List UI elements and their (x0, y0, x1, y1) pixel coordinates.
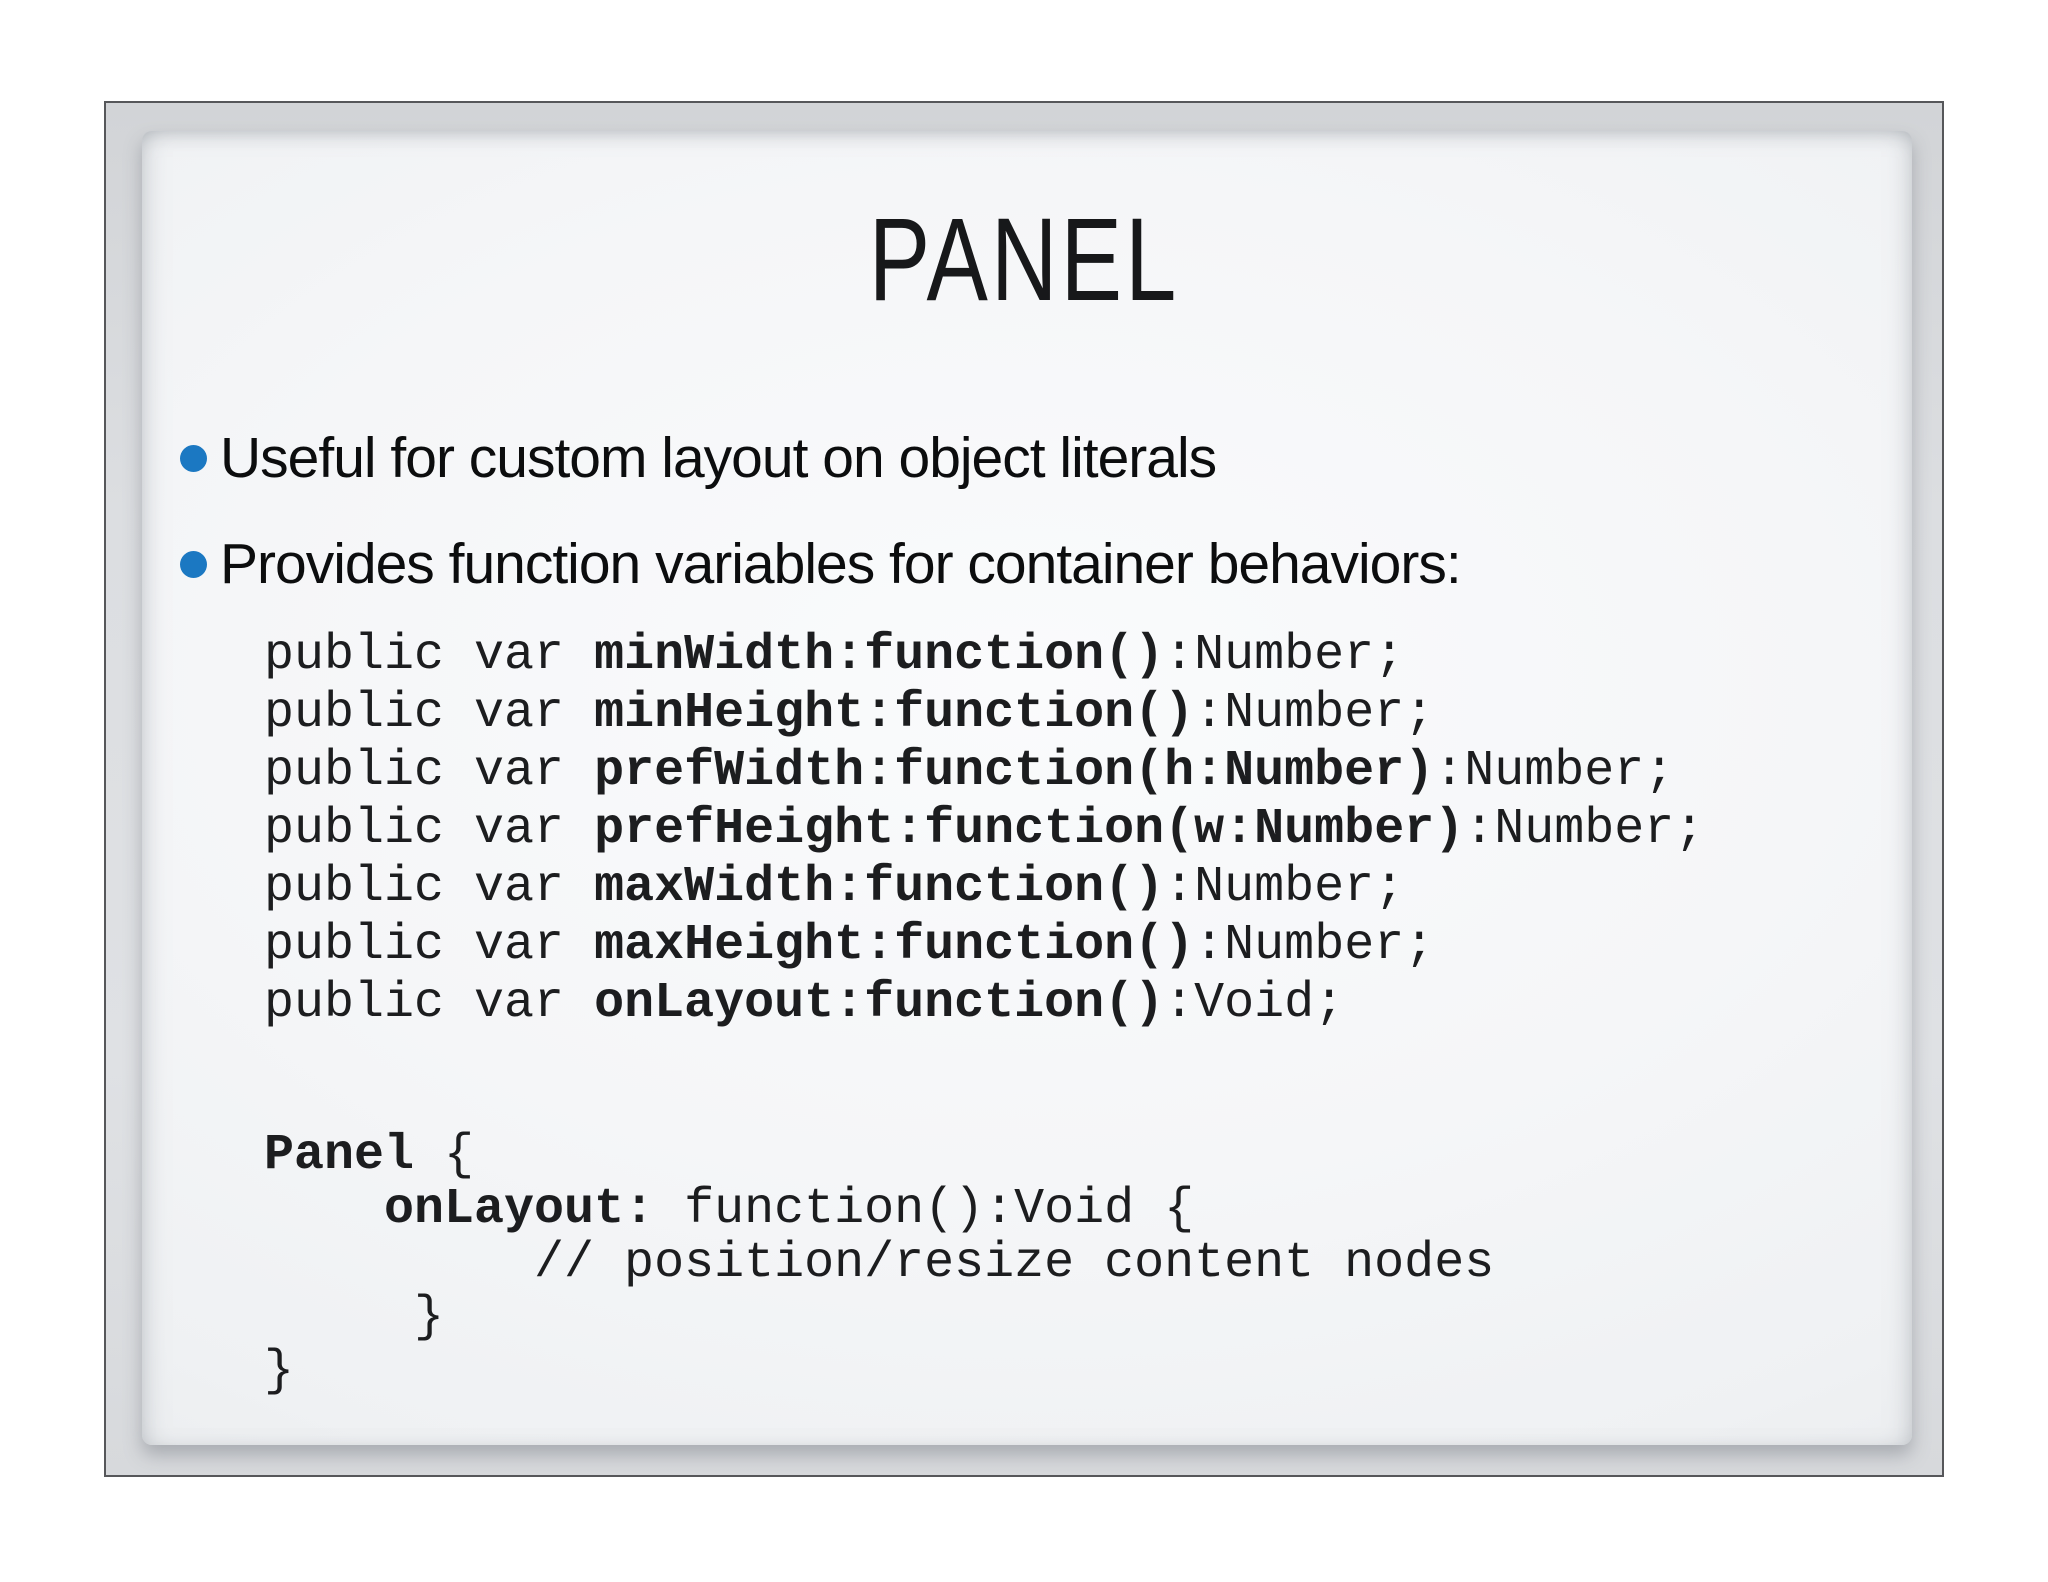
code-segment: public var (264, 859, 595, 916)
slide-title: PANEL (106, 194, 1942, 326)
code-segment-bold: onLayout:function() (594, 975, 1165, 1032)
code-line: public var maxHeight:function():Number; (264, 917, 1704, 975)
code-segment: public var (264, 685, 595, 742)
code-segment-bold: minWidth:function() (594, 627, 1165, 684)
code-segment: :Number; (1164, 627, 1405, 684)
code-line: public var prefHeight:function(w:Number)… (264, 801, 1704, 859)
code-segment-bold: onLayout: (384, 1181, 655, 1238)
code-segment: :Number; (1434, 743, 1675, 800)
code-segment: public var (264, 743, 595, 800)
code-segment: :Number; (1194, 685, 1435, 742)
code-segment-bold: prefHeight:function(w:Number) (594, 801, 1465, 858)
code-segment: :Number; (1164, 859, 1405, 916)
code-line: public var minHeight:function():Number; (264, 685, 1704, 743)
code-block-panel-example: Panel { onLayout: function():Void { // p… (264, 1129, 1494, 1399)
code-block-function-variables: public var minWidth:function():Number;pu… (264, 627, 1704, 1033)
bullet-text: Provides function variables for containe… (220, 532, 1462, 596)
code-segment: { (414, 1127, 475, 1184)
slide-paper-background (142, 131, 1912, 1445)
code-segment: public var (264, 801, 595, 858)
code-segment-bold: Panel (264, 1127, 415, 1184)
bullet-item-1: Useful for custom layout on object liter… (180, 425, 1217, 491)
code-segment-bold: maxWidth:function() (594, 859, 1165, 916)
code-segment-bold: maxHeight:function() (594, 917, 1195, 974)
slide-frame: PANEL Useful for custom layout on object… (104, 101, 1944, 1477)
code-segment: } (264, 1343, 295, 1400)
code-segment: // position/resize content nodes (264, 1235, 1495, 1292)
code-segment: :Number; (1194, 917, 1435, 974)
code-line: } (264, 1345, 1494, 1399)
slide-title-text: PANEL (868, 194, 1180, 326)
code-segment-bold: prefWidth:function(h:Number) (594, 743, 1435, 800)
code-segment: :Void; (1164, 975, 1345, 1032)
code-segment: function():Void { (654, 1181, 1195, 1238)
bullet-text: Useful for custom layout on object liter… (220, 426, 1217, 490)
code-segment: public var (264, 917, 595, 974)
code-line: public var minWidth:function():Number; (264, 627, 1704, 685)
code-segment: } (264, 1289, 445, 1346)
code-line: public var prefWidth:function(h:Number):… (264, 743, 1704, 801)
bullet-item-2: Provides function variables for containe… (180, 531, 1462, 597)
code-line: public var maxWidth:function():Number; (264, 859, 1704, 917)
code-line: // position/resize content nodes (264, 1237, 1494, 1291)
bullet-icon (180, 551, 207, 578)
code-line: } (264, 1291, 1494, 1345)
code-line: onLayout: function():Void { (264, 1183, 1494, 1237)
code-segment (264, 1181, 384, 1238)
code-segment: public var (264, 975, 595, 1032)
code-line: public var onLayout:function():Void; (264, 975, 1704, 1033)
code-line: Panel { (264, 1129, 1494, 1183)
code-segment: public var (264, 627, 595, 684)
bullet-icon (180, 445, 207, 472)
code-segment: :Number; (1464, 801, 1705, 858)
code-segment-bold: minHeight:function() (594, 685, 1195, 742)
slide-content: PANEL Useful for custom layout on object… (106, 103, 1942, 1475)
